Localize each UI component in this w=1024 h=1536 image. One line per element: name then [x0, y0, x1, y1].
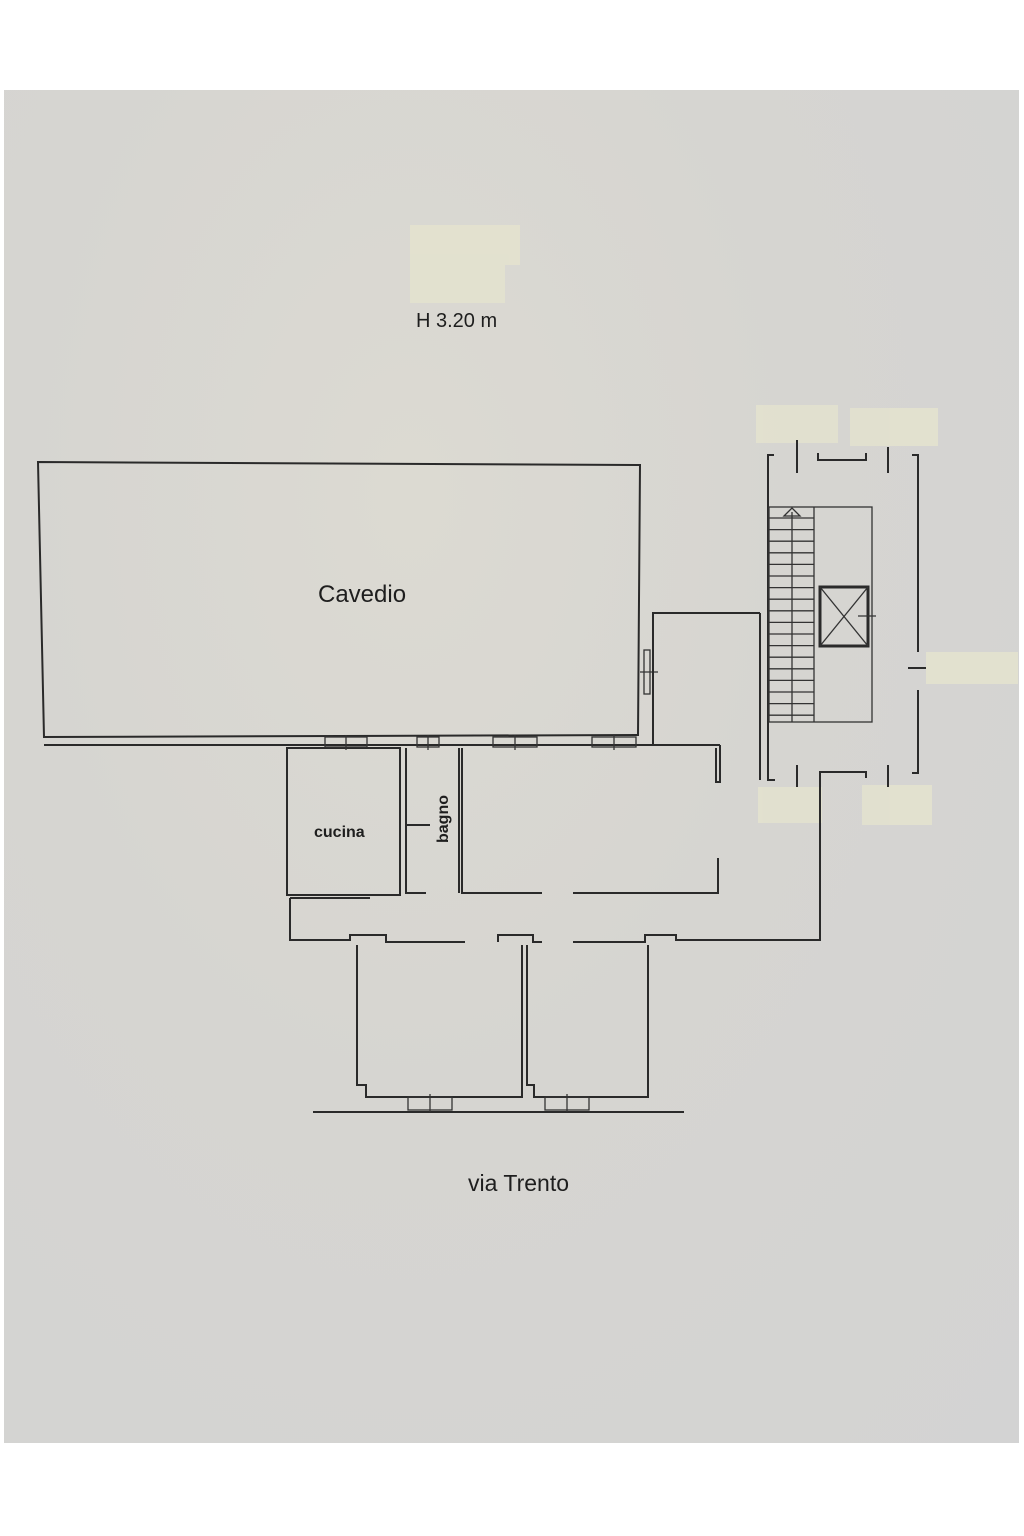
ceiling-height-label: H 3.20 m — [416, 310, 498, 332]
tape-stair-5 — [862, 785, 932, 825]
stairwell-walls — [767, 440, 926, 787]
apartment-walls — [44, 613, 821, 1113]
elevator — [818, 585, 876, 648]
tape-stair-2 — [850, 408, 938, 446]
courtyard-outline — [36, 460, 642, 739]
paper-sheet — [4, 90, 1019, 1443]
tape-stair-1 — [756, 405, 838, 443]
windows-apartment — [324, 735, 637, 1112]
street-label: via Trento — [468, 1170, 569, 1196]
room-label-bagno: bagno — [435, 795, 452, 843]
tape-stair-3 — [926, 652, 1018, 684]
tape-top-2 — [410, 265, 505, 303]
tape-stair-4 — [758, 787, 822, 823]
window-courtyard — [640, 649, 658, 695]
room-label-cucina: cucina — [314, 824, 365, 841]
room-label-cavedio: Cavedio — [318, 581, 407, 608]
wall-landing-room — [652, 612, 760, 745]
tape-top-1 — [410, 225, 520, 265]
tape-patches — [410, 225, 1018, 825]
staircase — [768, 506, 873, 723]
